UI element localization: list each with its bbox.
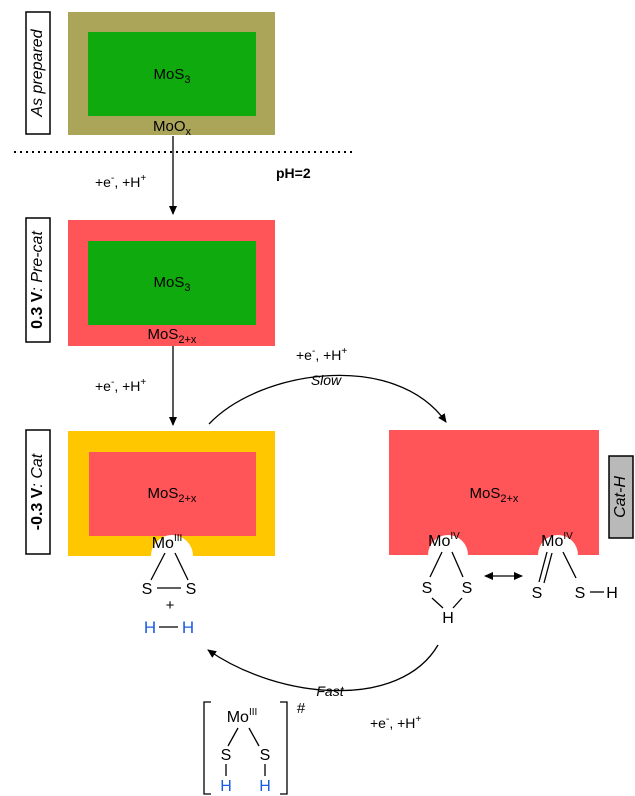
svg-text:MoIII: MoIII bbox=[227, 707, 258, 726]
as-prepared-label: As prepared bbox=[25, 11, 51, 135]
slow-label: Slow bbox=[311, 372, 342, 388]
svg-text:MoS2+x: MoS2+x bbox=[148, 326, 197, 346]
svg-text:S: S bbox=[575, 585, 586, 602]
svg-text:#: # bbox=[297, 700, 306, 717]
svg-text:MoIV: MoIV bbox=[428, 531, 460, 550]
svg-text:S: S bbox=[260, 747, 271, 764]
step2-label: +e-, +H+ bbox=[95, 377, 146, 394]
as-prepared-box: MoS3 MoOx bbox=[68, 12, 275, 138]
svg-text:H: H bbox=[182, 618, 194, 637]
svg-text:0.3 V: Pre-cat: 0.3 V: Pre-cat bbox=[29, 231, 46, 329]
cat-label: -0.3 V: Cat bbox=[25, 429, 51, 555]
cat-mo3-structure: MoIII S S + H H bbox=[142, 533, 197, 637]
svg-text:MoS2+x: MoS2+x bbox=[148, 485, 197, 505]
step3-label: +e-, +H+ bbox=[296, 346, 347, 363]
svg-text:-0.3 V: Cat: -0.3 V: Cat bbox=[29, 453, 46, 530]
svg-text:S: S bbox=[422, 580, 433, 597]
svg-text:Cat-H: Cat-H bbox=[612, 476, 629, 518]
svg-text:MoS3: MoS3 bbox=[154, 274, 191, 294]
precat-label: 0.3 V: Pre-cat bbox=[25, 217, 51, 343]
svg-text:MoIII: MoIII bbox=[152, 533, 183, 552]
svg-text:S: S bbox=[142, 581, 153, 598]
svg-text:MoIV: MoIV bbox=[541, 531, 573, 550]
moox-label: MoOx bbox=[153, 118, 192, 138]
ph-label: pH=2 bbox=[276, 165, 311, 181]
svg-text:H: H bbox=[442, 610, 454, 627]
svg-text:+: + bbox=[166, 597, 175, 614]
cat-box: MoS2+x bbox=[68, 431, 275, 556]
svg-text:S: S bbox=[221, 747, 232, 764]
svg-text:S: S bbox=[462, 580, 473, 597]
cat-h-label: Cat-H bbox=[608, 455, 634, 539]
svg-text:H: H bbox=[259, 778, 271, 795]
fast-label: Fast bbox=[316, 683, 344, 699]
svg-text:As prepared: As prepared bbox=[29, 28, 46, 117]
arrow-fast bbox=[207, 644, 439, 692]
svg-text:MoS2+x: MoS2+x bbox=[470, 485, 519, 505]
step4-label: +e-, +H+ bbox=[370, 714, 421, 731]
cath-bridged-structure: MoIV S S H bbox=[422, 531, 473, 627]
cat-h-box: MoS2+x bbox=[389, 430, 599, 555]
transition-state: # MoIII S S H H bbox=[203, 700, 306, 795]
arrow-slow bbox=[208, 374, 447, 425]
svg-text:S: S bbox=[532, 585, 543, 602]
step1-label: +e-, +H+ bbox=[95, 173, 146, 190]
svg-text:S: S bbox=[186, 581, 197, 598]
svg-text:H: H bbox=[220, 778, 232, 795]
mos3-label: MoS3 bbox=[154, 66, 191, 86]
precat-box: MoS3 MoS2+x bbox=[68, 220, 275, 346]
svg-text:H: H bbox=[144, 618, 156, 637]
svg-text:H: H bbox=[606, 585, 618, 602]
cath-open-structure: MoIV S S H bbox=[532, 531, 618, 602]
